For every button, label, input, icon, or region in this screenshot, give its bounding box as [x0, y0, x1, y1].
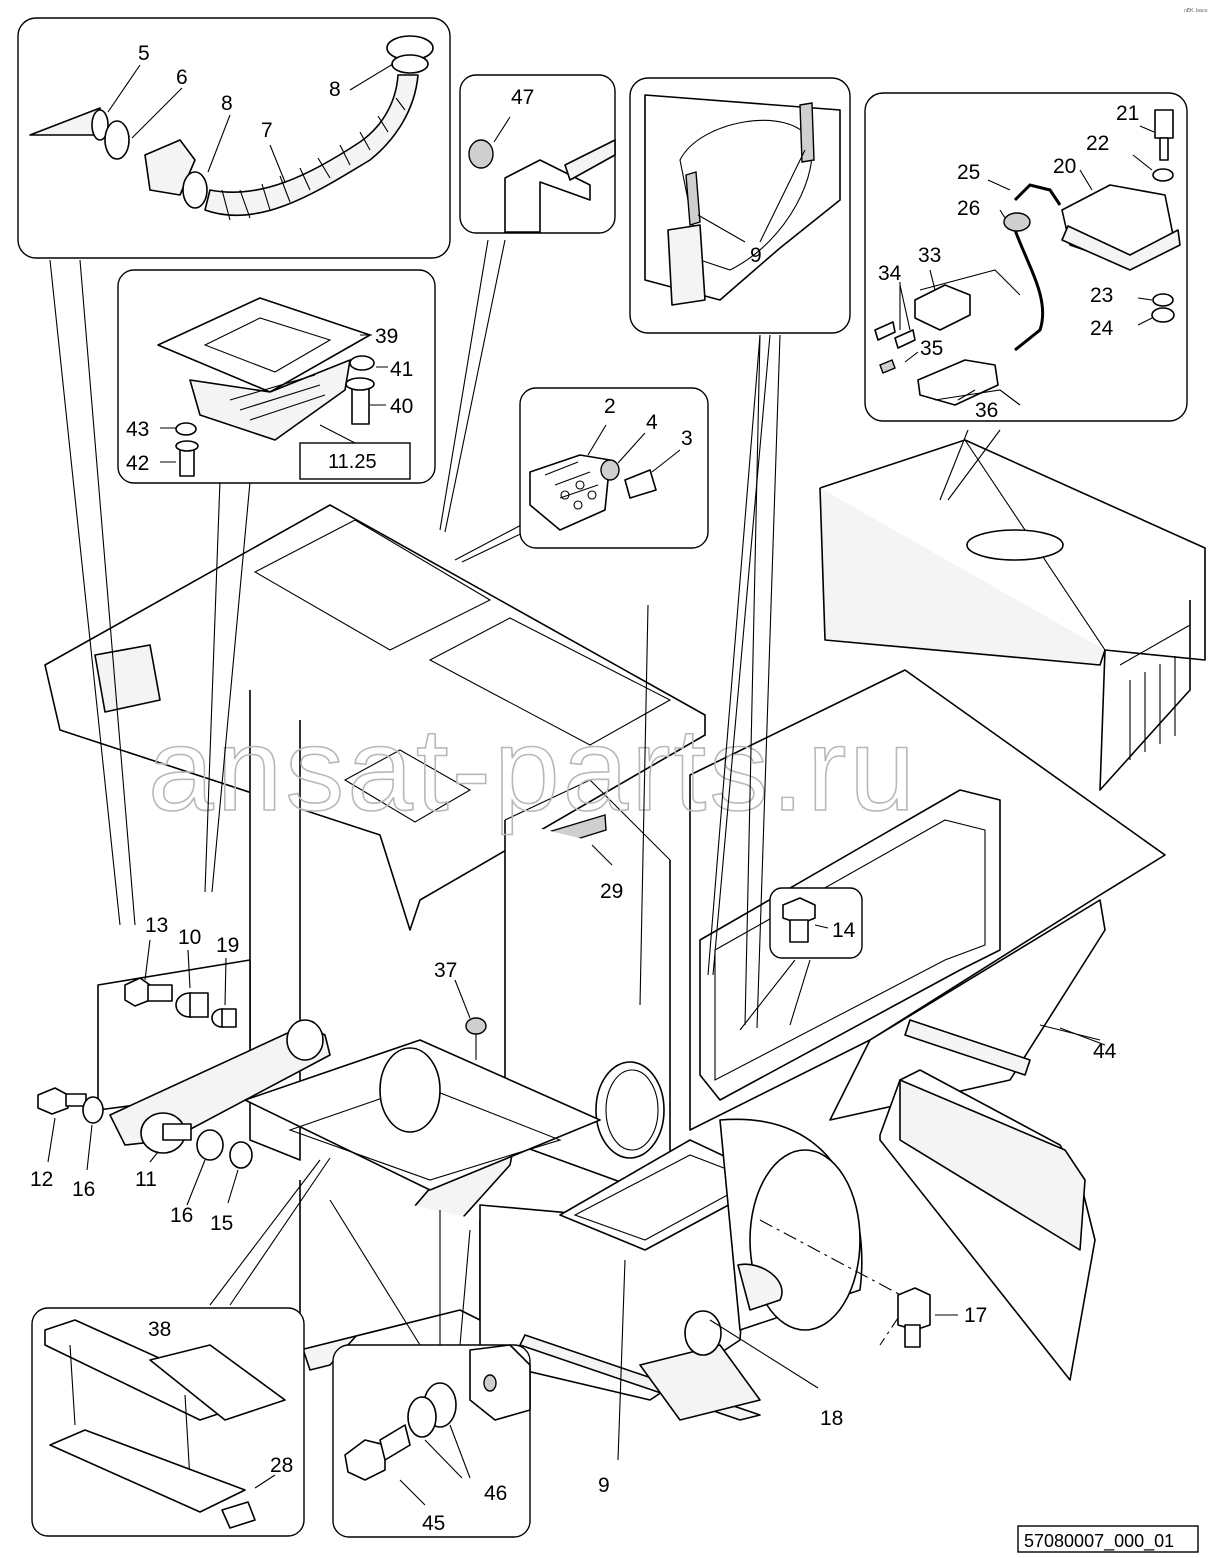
callout-39: 39: [375, 325, 398, 348]
callout-9: 9: [750, 244, 762, 267]
callout-11: 11: [135, 1168, 157, 1191]
callout-24: 24: [1090, 317, 1114, 340]
detail-box-electrical: [864, 92, 1188, 422]
corner-mark: ⁿᴱᴷ ᵇᵃᶜᵉ: [1184, 7, 1208, 16]
callout-40: 40: [390, 395, 413, 418]
callout-42: 42: [126, 452, 149, 475]
detail-box-9-upper: [629, 77, 851, 334]
callout-25: 25: [957, 161, 980, 184]
callout-44: 44: [1093, 1040, 1117, 1063]
callout-45: 45: [422, 1512, 445, 1535]
callout-3: 3: [681, 427, 693, 450]
callout-37: 37: [434, 959, 457, 982]
callout-9: 9: [598, 1474, 610, 1497]
drawing-code-text: 57080007_000_01: [1024, 1531, 1174, 1552]
callout-16: 16: [170, 1204, 193, 1227]
callout-13: 13: [145, 914, 168, 937]
callout-15: 15: [210, 1212, 233, 1235]
detail-box-14: [769, 887, 863, 959]
callout-8: 8: [329, 78, 341, 101]
drawing-code-box: 57080007_000_01: [1017, 1525, 1199, 1553]
callout-7: 7: [261, 119, 273, 142]
callout-26: 26: [957, 197, 980, 220]
callout-6: 6: [176, 66, 188, 89]
detail-leader-lines: [49, 239, 1101, 1461]
callout-labels: 5 6 8 7 8 47 9 21 22 20 25 26 33 34 23 2…: [30, 42, 1139, 1535]
callout-4: 4: [646, 411, 658, 434]
callout-10: 10: [178, 926, 201, 949]
callout-29: 29: [600, 880, 623, 903]
callout-20: 20: [1053, 155, 1076, 178]
callout-38: 38: [148, 1318, 171, 1341]
detail-box-bracket: [519, 387, 709, 549]
callout-22: 22: [1086, 132, 1109, 155]
callout-43: 43: [126, 418, 149, 441]
callout-34: 34: [878, 262, 902, 285]
callout-18: 18: [820, 1407, 843, 1430]
callout-35: 35: [920, 337, 943, 360]
watermark-text: ansat-parts.ru: [148, 704, 918, 836]
callout-33: 33: [918, 244, 941, 267]
callout-8: 8: [221, 92, 233, 115]
callout-28: 28: [270, 1454, 293, 1477]
callout-36: 36: [975, 399, 998, 422]
callout-17: 17: [964, 1304, 987, 1327]
callout-2: 2: [604, 395, 616, 418]
detail-box-plate: [117, 269, 436, 484]
callout-5: 5: [138, 42, 150, 65]
callout-41: 41: [390, 358, 413, 381]
callout-46: 46: [484, 1482, 507, 1505]
callout-16: 16: [72, 1178, 95, 1201]
loose-parts: [37, 939, 1106, 1348]
detail-box-47: [459, 74, 616, 234]
callout-47: 47: [511, 86, 534, 109]
callout-14: 14: [832, 919, 856, 942]
callout-12: 12: [30, 1168, 53, 1191]
callout-21: 21: [1116, 102, 1139, 125]
detail-box-hose: [17, 17, 451, 259]
detail-box-38: [31, 1307, 305, 1537]
detail-box-45-46: [332, 1344, 531, 1538]
reference-box-label: 11.25: [328, 451, 377, 473]
callout-19: 19: [216, 934, 239, 957]
callout-23: 23: [1090, 284, 1113, 307]
